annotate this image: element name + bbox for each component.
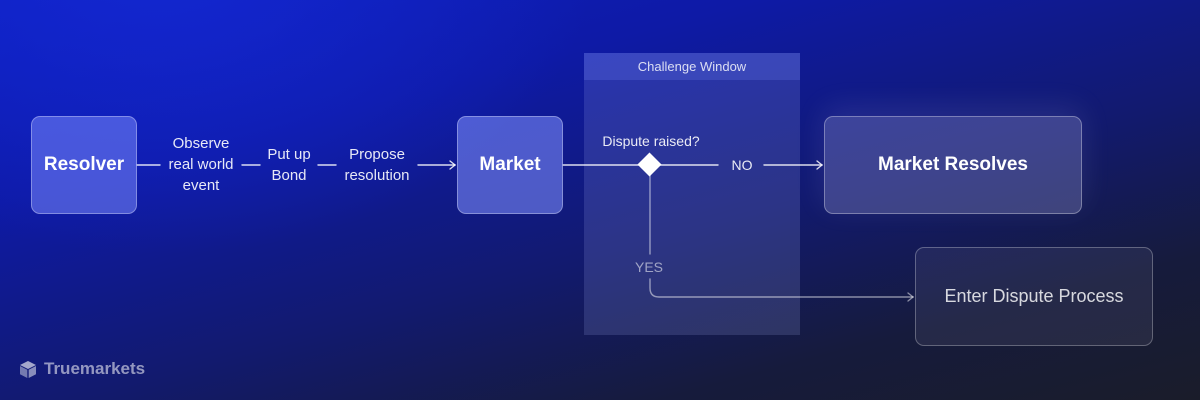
dispute-raised-question: Dispute raised? bbox=[602, 133, 700, 149]
no-branch-label: NO bbox=[731, 157, 753, 173]
observe-event-label: Observe real world event bbox=[160, 133, 242, 196]
bond-label-line-1: Put up bbox=[267, 146, 311, 163]
propose-label-line-2: resolution bbox=[344, 167, 410, 184]
put-up-bond-label: Put up Bond bbox=[260, 144, 318, 186]
arrowhead-dispute bbox=[907, 292, 915, 302]
observe-label-line-1: Observe bbox=[172, 135, 230, 152]
arrowhead-market bbox=[449, 160, 457, 170]
market-node: Market bbox=[457, 116, 563, 214]
bond-label-line-2: Bond bbox=[271, 167, 307, 184]
arrowhead-resolves bbox=[816, 160, 824, 170]
observe-label-line-2: real world bbox=[168, 156, 234, 173]
challenge-window-title: Challenge Window bbox=[584, 53, 800, 80]
resolver-node: Resolver bbox=[31, 116, 137, 214]
observe-label-line-3: event bbox=[182, 177, 220, 194]
challenge-window-panel: Challenge Window bbox=[584, 53, 800, 335]
brand-name: Truemarkets bbox=[44, 359, 146, 378]
cube-logo-icon bbox=[20, 360, 36, 378]
market-resolves-node: Market Resolves bbox=[824, 116, 1082, 214]
propose-label-line-1: Propose bbox=[349, 146, 405, 163]
yes-branch-label: YES bbox=[634, 259, 663, 275]
propose-resolution-label: Propose resolution bbox=[336, 144, 418, 186]
enter-dispute-process-node: Enter Dispute Process bbox=[915, 247, 1153, 346]
brand-logo: Truemarkets bbox=[19, 359, 145, 379]
